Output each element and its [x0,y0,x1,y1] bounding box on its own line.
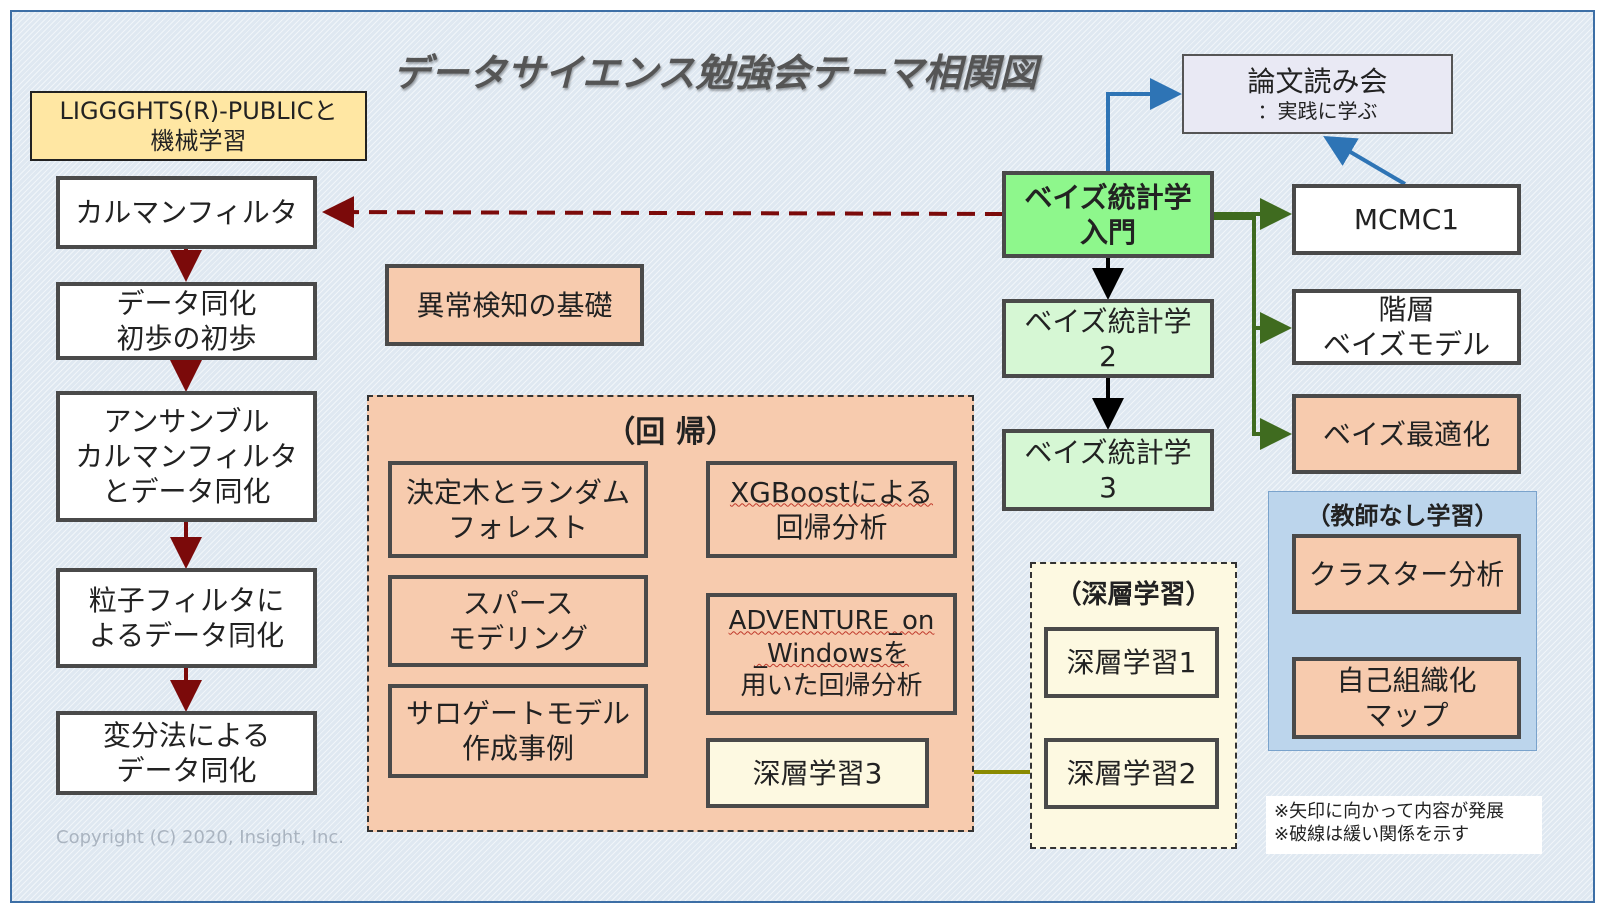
node-hierarchical-line1: 階層 [1378,293,1435,326]
node-ensemble[interactable]: アンサンブル カルマンフィルタ とデータ同化 [56,391,317,522]
node-ensemble-line3: とデータ同化 [102,475,271,508]
node-som-line2: マップ [1364,699,1449,732]
group-deep-learning-title: （深層学習） [1055,580,1212,610]
node-decision-tree-line1: 決定木とランダム [405,475,630,509]
node-liggghts-line2: 機械学習 [150,127,247,155]
node-ensemble-line2: カルマンフィルタ [75,440,298,473]
node-xgboost-line2: 回帰分析 [775,510,888,544]
node-ensemble-line1: アンサンブル [103,405,270,438]
node-particle-line2: よるデータ同化 [88,619,285,652]
node-bayes-intro[interactable]: ベイズ統計学 入門 [1002,171,1214,258]
node-xgboost-line1: XGBoostによる [729,475,934,509]
node-mcmc1[interactable]: MCMC1 [1292,184,1521,255]
node-particle[interactable]: 粒子フィルタに よるデータ同化 [56,568,317,668]
node-bayes2-line2: 2 [1099,339,1117,373]
node-bayes-intro-line2: 入門 [1079,215,1136,249]
node-xgboost[interactable]: XGBoostによる 回帰分析 [706,461,957,558]
node-surrogate-line1: サロゲートモデル [405,697,630,730]
node-sparse-line2: モデリング [447,622,588,655]
node-mcmc1-label: MCMC1 [1353,203,1460,236]
node-paper-reading[interactable]: 論文読み会 ：実践に学ぶ [1182,54,1453,134]
legend-note-dashed: ※破線は緩い関係を示す [1274,824,1470,846]
copyright-text: Copyright (C) 2020, Insight, Inc. [56,827,345,848]
node-anomaly[interactable]: 異常検知の基礎 [385,264,644,346]
node-sparse[interactable]: スパース モデリング [388,575,648,667]
node-variational[interactable]: 変分法による データ同化 [56,711,317,795]
node-dl3[interactable]: 深層学習3 [706,738,929,808]
legend-note: ※矢印に向かって内容が発展 ※破線は緩い関係を示す [1266,796,1542,854]
node-bayes2-line1: ベイズ統計学 [1024,304,1192,338]
node-som-line1: 自己組織化 [1336,664,1477,697]
node-bayes3-line1: ベイズ統計学 [1024,436,1192,469]
node-dl1[interactable]: 深層学習1 [1044,627,1219,698]
node-data-assim-basic-line1: データ同化 [116,287,257,320]
node-bayes-intro-line1: ベイズ統計学 [1024,180,1192,214]
node-bayes-opt-label: ベイズ最適化 [1322,417,1491,451]
node-surrogate-line2: 作成事例 [461,732,574,765]
node-variational-line1: 変分法による [102,719,271,752]
diagram-title: データサイエンス勉強会テーマ相関図 [392,51,1038,95]
node-dl2[interactable]: 深層学習2 [1044,738,1219,809]
node-kalman[interactable]: カルマンフィルタ [56,176,317,249]
node-hierarchical-line2: ベイズモデル [1322,328,1491,361]
node-dl3-label: 深層学習3 [752,756,883,790]
node-data-assim-basic[interactable]: データ同化 初歩の初歩 [56,282,317,360]
node-hierarchical[interactable]: 階層 ベイズモデル [1292,289,1521,365]
node-bayes-opt[interactable]: ベイズ最適化 [1292,394,1521,474]
node-liggghts[interactable]: LIGGGHTS(R)-PUBLICと 機械学習 [30,91,367,161]
node-adventure-line1: ADVENTURE_on [728,606,935,637]
node-dl2-label: 深層学習2 [1066,757,1197,790]
node-sparse-line1: スパース [462,587,574,620]
node-particle-line1: 粒子フィルタに [88,584,285,617]
node-kalman-label: カルマンフィルタ [75,196,298,229]
node-som[interactable]: 自己組織化 マップ [1292,657,1521,739]
node-bayes3[interactable]: ベイズ統計学 3 [1002,429,1214,511]
node-decision-tree[interactable]: 決定木とランダム フォレスト [388,461,648,558]
node-bayes2[interactable]: ベイズ統計学 2 [1002,299,1214,378]
node-decision-tree-line2: フォレスト [447,510,588,544]
node-cluster-label: クラスター分析 [1308,557,1505,591]
node-dl1-label: 深層学習1 [1066,646,1197,679]
node-paper-reading-line1: 論文読み会 [1247,65,1388,98]
node-adventure-line3: 用いた回帰分析 [740,671,923,702]
group-unsupervised-title: （教師なし学習） [1306,502,1499,530]
node-cluster[interactable]: クラスター分析 [1292,534,1521,614]
node-adventure-line2: _Windowsを [753,638,910,669]
node-paper-reading-line2: ：実践に学ぶ [1257,99,1378,123]
node-data-assim-basic-line2: 初歩の初歩 [116,322,257,355]
node-anomaly-label: 異常検知の基礎 [416,288,613,322]
node-surrogate[interactable]: サロゲートモデル 作成事例 [388,684,648,778]
group-regression-title: （回 帰） [605,415,736,450]
node-liggghts-line1: LIGGGHTS(R)-PUBLICと [59,97,338,125]
node-bayes3-line2: 3 [1099,471,1117,504]
node-variational-line2: データ同化 [116,754,257,787]
legend-note-arrow: ※矢印に向かって内容が発展 [1274,801,1505,822]
node-adventure[interactable]: ADVENTURE_on _Windowsを 用いた回帰分析 [706,593,957,715]
